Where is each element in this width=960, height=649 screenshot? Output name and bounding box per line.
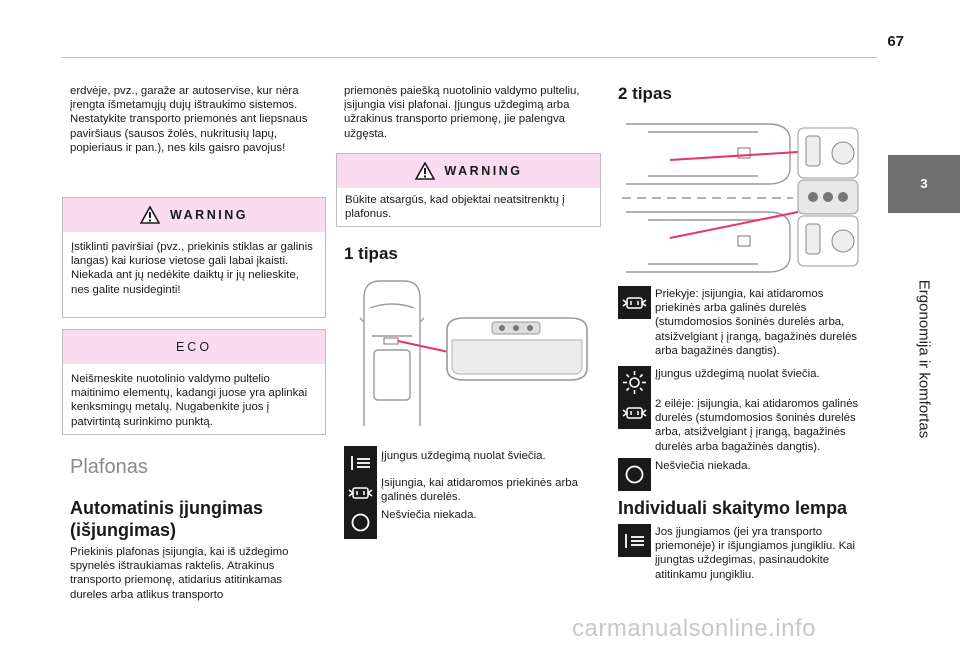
warning-text: Įstiklinti paviršiai (pvz., priekinis st… bbox=[71, 241, 313, 296]
warning-header-2: WARNING bbox=[337, 154, 600, 188]
type2-item4: Nešviečia niekada. bbox=[655, 460, 751, 472]
warning-title: WARNING bbox=[170, 208, 248, 222]
eco-box: ECO Neišmeskite nuotolinio valdymo pulte… bbox=[62, 329, 326, 435]
type2-heading: 2 tipas bbox=[618, 84, 672, 103]
watermark: carmanualsonline.info bbox=[572, 615, 816, 642]
off-switch-icon bbox=[344, 506, 377, 539]
col1-intro: erdvėje, pvz., garaže ar autoservise, ku… bbox=[70, 84, 320, 155]
warning-triangle-icon bbox=[140, 206, 161, 224]
page-number: 67 bbox=[887, 33, 904, 50]
body-text: Priekinis plafonas įsijungia, kai iš užd… bbox=[70, 546, 289, 601]
door-switch-icon bbox=[344, 476, 377, 509]
col2-intro: priemonės paiešką nuotolinio valdymo pul… bbox=[344, 84, 596, 141]
chapter-title: Ergonomija ir komfortas bbox=[915, 279, 933, 439]
intro-text-2: priemonės paiešką nuotolinio valdymo pul… bbox=[344, 85, 580, 140]
off-circle-icon bbox=[618, 458, 651, 491]
type2-item1: Priekyje: įsijungia, kai atidaromos prie… bbox=[655, 287, 870, 358]
type2-item1-text: Priekyje: įsijungia, kai atidaromos prie… bbox=[655, 288, 857, 357]
type2-item3: 2 eilėje: įsijungia, kai atidaromos gali… bbox=[655, 398, 859, 453]
type2-item5: Jos įjungiamos (jei yra transporto priem… bbox=[655, 526, 856, 581]
eco-header: ECO bbox=[63, 330, 325, 364]
type1-item3: Nešviečia niekada. bbox=[381, 509, 477, 521]
section-title: Plafonas bbox=[70, 456, 148, 478]
rear-door-switch-icon bbox=[618, 396, 651, 429]
type2-illustration bbox=[622, 123, 859, 273]
eco-text: Neišmeskite nuotolinio valdymo pultelio … bbox=[71, 373, 308, 428]
warning-header: WARNING bbox=[63, 198, 325, 232]
type1-illustration bbox=[359, 280, 588, 426]
subsection-title: Automatinis įjungimas (išjungimas) bbox=[70, 498, 264, 540]
reading-lamp-switch-icon bbox=[618, 524, 651, 557]
type1-heading: 1 tipas bbox=[344, 244, 398, 263]
type1-item2: Įsijungia, kai atidaromos priekinės arba… bbox=[381, 477, 578, 504]
intro-text: erdvėje, pvz., garaže ar autoservise, ku… bbox=[70, 85, 308, 154]
type1-item1: Įjungus uždegimą nuolat šviečia. bbox=[381, 450, 546, 462]
type2-item2: Įjungus uždegimą nuolat šviečia. bbox=[655, 368, 820, 380]
warning-text-2: Būkite atsargūs, kad objektai neatsitren… bbox=[345, 194, 565, 221]
front-door-switch-icon bbox=[618, 286, 651, 319]
warning-triangle-icon bbox=[414, 162, 435, 180]
eco-title: ECO bbox=[175, 340, 213, 354]
warning-box-2: WARNING Būkite atsargūs, kad objektai ne… bbox=[336, 153, 601, 227]
header-rule bbox=[62, 57, 877, 58]
warning-title-2: WARNING bbox=[444, 164, 523, 178]
chapter-number-tab[interactable]: 3 bbox=[888, 155, 960, 213]
chapter-side: Ergonomija ir komfortas bbox=[888, 214, 960, 504]
warning-box-1: WARNING Įstiklinti paviršiai (pvz., prie… bbox=[62, 197, 326, 318]
always-on-switch-icon bbox=[344, 446, 377, 479]
reading-lamp-heading: Individuali skaitymo lempa bbox=[618, 498, 848, 518]
sun-light-icon bbox=[618, 366, 651, 399]
col1-body: Priekinis plafonas įsijungia, kai iš užd… bbox=[70, 545, 320, 602]
